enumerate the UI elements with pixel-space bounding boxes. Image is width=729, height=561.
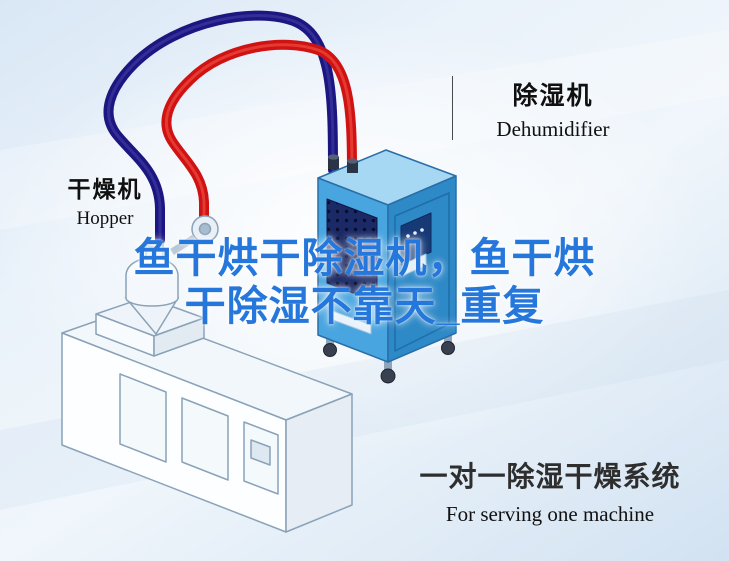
dehumidifier-control-panel (400, 212, 432, 266)
machine-side-face (285, 393, 353, 533)
dehumidifier-door (394, 192, 450, 352)
dehumidifier-label-zh: 除湿机 (512, 82, 594, 110)
control-panel-buttons (406, 228, 424, 247)
system-label-en: For serving one machine (445, 502, 655, 526)
hopper-callout: 干燥机 Hopper (44, 170, 166, 230)
pump-hub (198, 222, 212, 236)
dehumidifier-nameplate (403, 253, 427, 276)
hopper-cylinder (125, 276, 179, 307)
hopper-funnel (124, 215, 219, 336)
background-streak (0, 30, 729, 230)
hopper-pump-duct (170, 235, 196, 255)
page-title: 鱼干烘干除湿机，鱼干烘 干除湿不靠天_重复 (0, 234, 729, 330)
hopper-cap-top (145, 240, 164, 248)
extruder-machine (61, 296, 353, 533)
machine-panel (119, 373, 167, 463)
hopper-base-side (153, 317, 205, 357)
dehumidifier-unit (317, 149, 457, 384)
dehumidifier-right-face (387, 175, 457, 363)
hopper-label-zh: 干燥机 (67, 176, 143, 202)
dehumidifier-label-strip (332, 310, 372, 335)
dehumidifier-vent-grill (326, 198, 378, 303)
dehumidifier-label-leader-line (452, 76, 453, 140)
hopper-label-en: Hopper (76, 208, 134, 229)
system-callout: 一对一除湿干燥系统 For serving one machine (405, 455, 695, 527)
system-label-zh: 一对一除湿干燥系统 (419, 461, 681, 492)
pipe-stubs (328, 154, 358, 173)
dehumidifier-callout: 除湿机 Dehumidifier (458, 76, 648, 142)
machine-panel (181, 397, 229, 481)
red-air-pipe (161, 39, 357, 231)
page-title-line2: 干除湿不靠天_重复 (184, 283, 545, 329)
machine-panel-vent (250, 439, 271, 466)
page-title-line1: 鱼干烘干除湿机，鱼干烘 (133, 235, 596, 281)
dehumidifier-label-en: Dehumidifier (496, 117, 610, 141)
